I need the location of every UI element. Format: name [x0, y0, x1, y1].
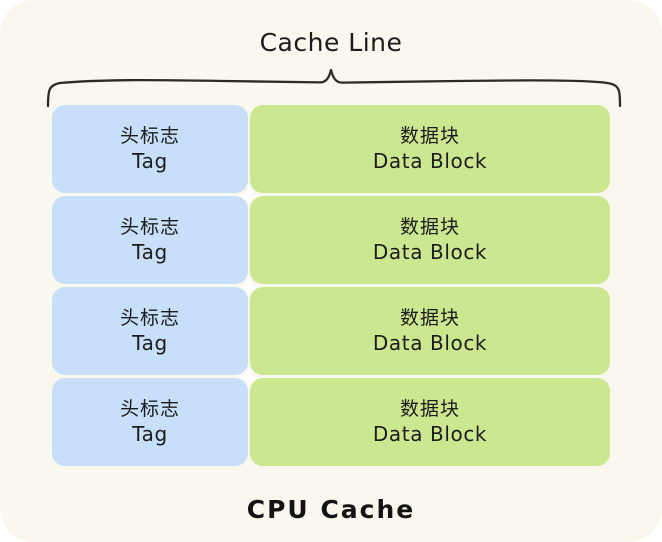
tag-cell[interactable]: 头标志 Tag	[52, 287, 248, 375]
data-block-label-en: Data Block	[372, 331, 488, 356]
tag-cell[interactable]: 头标志 Tag	[52, 196, 248, 284]
data-block-label-cn: 数据块	[399, 215, 460, 238]
data-block-cell[interactable]: 数据块 Data Block	[250, 196, 610, 284]
data-block-label-cn: 数据块	[399, 397, 460, 420]
tag-label-cn: 头标志	[119, 124, 180, 147]
tag-cell[interactable]: 头标志 Tag	[52, 105, 248, 193]
cache-line-row[interactable]: 头标志 Tag 数据块 Data Block	[52, 196, 610, 284]
tag-label-en: Tag	[132, 240, 168, 265]
page-title: Cache Line	[259, 28, 403, 57]
cache-line-row[interactable]: 头标志 Tag 数据块 Data Block	[52, 105, 610, 193]
tag-label-en: Tag	[132, 422, 168, 447]
data-block-cell[interactable]: 数据块 Data Block	[250, 105, 610, 193]
tag-label-en: Tag	[132, 331, 168, 356]
data-block-label-cn: 数据块	[399, 306, 460, 329]
tag-cell[interactable]: 头标志 Tag	[52, 378, 248, 466]
tag-label-cn: 头标志	[119, 306, 180, 329]
data-block-label-cn: 数据块	[399, 124, 460, 147]
data-block-cell[interactable]: 数据块 Data Block	[250, 287, 610, 375]
cache-line-row[interactable]: 头标志 Tag 数据块 Data Block	[52, 287, 610, 375]
tag-label-cn: 头标志	[119, 397, 180, 420]
cache-line-row[interactable]: 头标志 Tag 数据块 Data Block	[52, 378, 610, 466]
cache-line-rows: 头标志 Tag 数据块 Data Block 头标志 Tag 数据块 Data …	[52, 105, 610, 467]
tag-label-cn: 头标志	[119, 215, 180, 238]
data-block-cell[interactable]: 数据块 Data Block	[250, 378, 610, 466]
footer-caption: CPU Cache	[246, 495, 416, 524]
data-block-label-en: Data Block	[372, 240, 488, 265]
data-block-label-en: Data Block	[372, 149, 488, 174]
tag-label-en: Tag	[132, 149, 168, 174]
data-block-label-en: Data Block	[372, 422, 488, 447]
curly-brace-icon	[44, 66, 624, 108]
